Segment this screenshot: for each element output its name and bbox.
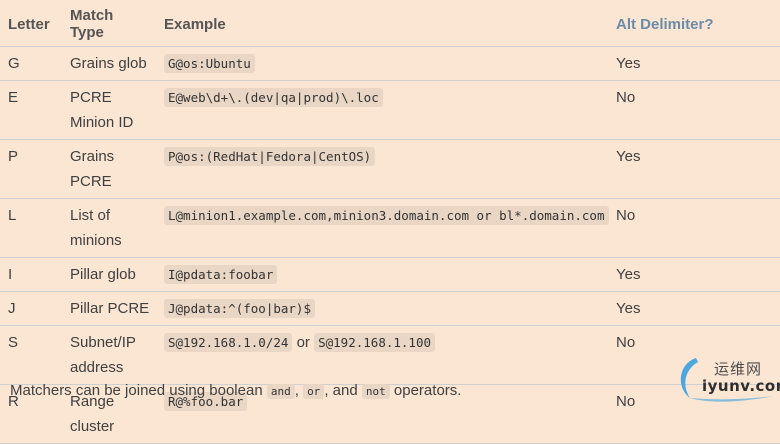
cell-match-type: PCRE Minion ID	[62, 80, 156, 140]
cell-example: E@web\d+\.(dev|qa|prod)\.loc	[156, 80, 608, 140]
swoosh-icon	[680, 358, 774, 402]
cell-alt-delimiter: Yes	[608, 46, 780, 81]
header-alt-delimiter: Alt Delimiter?	[608, 0, 780, 47]
header-match-type: Match Type	[62, 0, 156, 47]
cell-alt-delimiter: Yes	[608, 257, 780, 292]
cell-match-type: Pillar PCRE	[62, 291, 156, 326]
footer-text-before: Matchers can be joined using boolean	[10, 382, 263, 399]
example-code: S@192.168.1.0/24	[164, 333, 293, 352]
cell-match-type: Subnet/IP address	[62, 325, 156, 385]
cell-match-type: List of minions	[62, 198, 156, 258]
cell-example: L@minion1.example.com,minion3.domain.com…	[156, 198, 609, 258]
example-code: J@pdata:^(foo|bar)$	[164, 299, 315, 318]
cell-letter: P	[0, 139, 62, 199]
cell-letter: J	[0, 291, 62, 326]
cell-example: J@pdata:^(foo|bar)$	[156, 291, 608, 326]
watermark-logo: 运维网 iyunv.com	[674, 352, 780, 402]
header-example: Example	[156, 0, 608, 47]
cell-letter: S	[0, 325, 62, 385]
table-header-row: Letter Match Type Example Alt Delimiter?	[0, 0, 780, 47]
cell-alt-delimiter: No	[608, 198, 780, 258]
cell-match-type: Grains PCRE	[62, 139, 156, 199]
example-code: E@web\d+\.(dev|qa|prod)\.loc	[164, 88, 383, 107]
footer-sep-2: , and	[324, 382, 358, 399]
cell-letter: I	[0, 257, 62, 292]
example-joiner: or	[296, 334, 310, 351]
cell-alt-delimiter: Yes	[608, 139, 780, 199]
example-code: L@minion1.example.com,minion3.domain.com…	[164, 206, 609, 225]
cell-letter: L	[0, 198, 62, 258]
cell-example: S@192.168.1.0/24 or S@192.168.1.100	[156, 325, 608, 385]
cell-alt-delimiter: No	[608, 325, 780, 385]
cell-alt-delimiter: No	[608, 80, 780, 140]
cell-letter: G	[0, 46, 62, 81]
cell-example: G@os:Ubuntu	[156, 46, 608, 81]
example-code: I@pdata:foobar	[164, 265, 278, 284]
example-code: P@os:(RedHat|Fedora|CentOS)	[164, 147, 376, 166]
watermark-line2: iyunv.com	[702, 377, 780, 395]
operator-not-code: not	[361, 384, 390, 399]
operator-and-code: and	[266, 384, 295, 399]
header-letter: Letter	[0, 0, 62, 47]
cell-alt-delimiter: Yes	[608, 291, 780, 326]
footer-sep-1: ,	[294, 382, 299, 399]
example-code: G@os:Ubuntu	[164, 54, 255, 73]
operator-or-code: or	[303, 384, 325, 399]
cell-match-type: Pillar glob	[62, 257, 156, 292]
footer-note: Matchers can be joined using boolean and…	[10, 382, 461, 399]
example-code: S@192.168.1.100	[314, 333, 435, 352]
cell-example: I@pdata:foobar	[156, 257, 608, 292]
watermark-line1: 运维网	[714, 360, 763, 378]
cell-match-type: Grains glob	[62, 46, 156, 81]
cell-letter: E	[0, 80, 62, 140]
cell-example: P@os:(RedHat|Fedora|CentOS)	[156, 139, 608, 199]
footer-text-after: operators.	[393, 382, 462, 399]
